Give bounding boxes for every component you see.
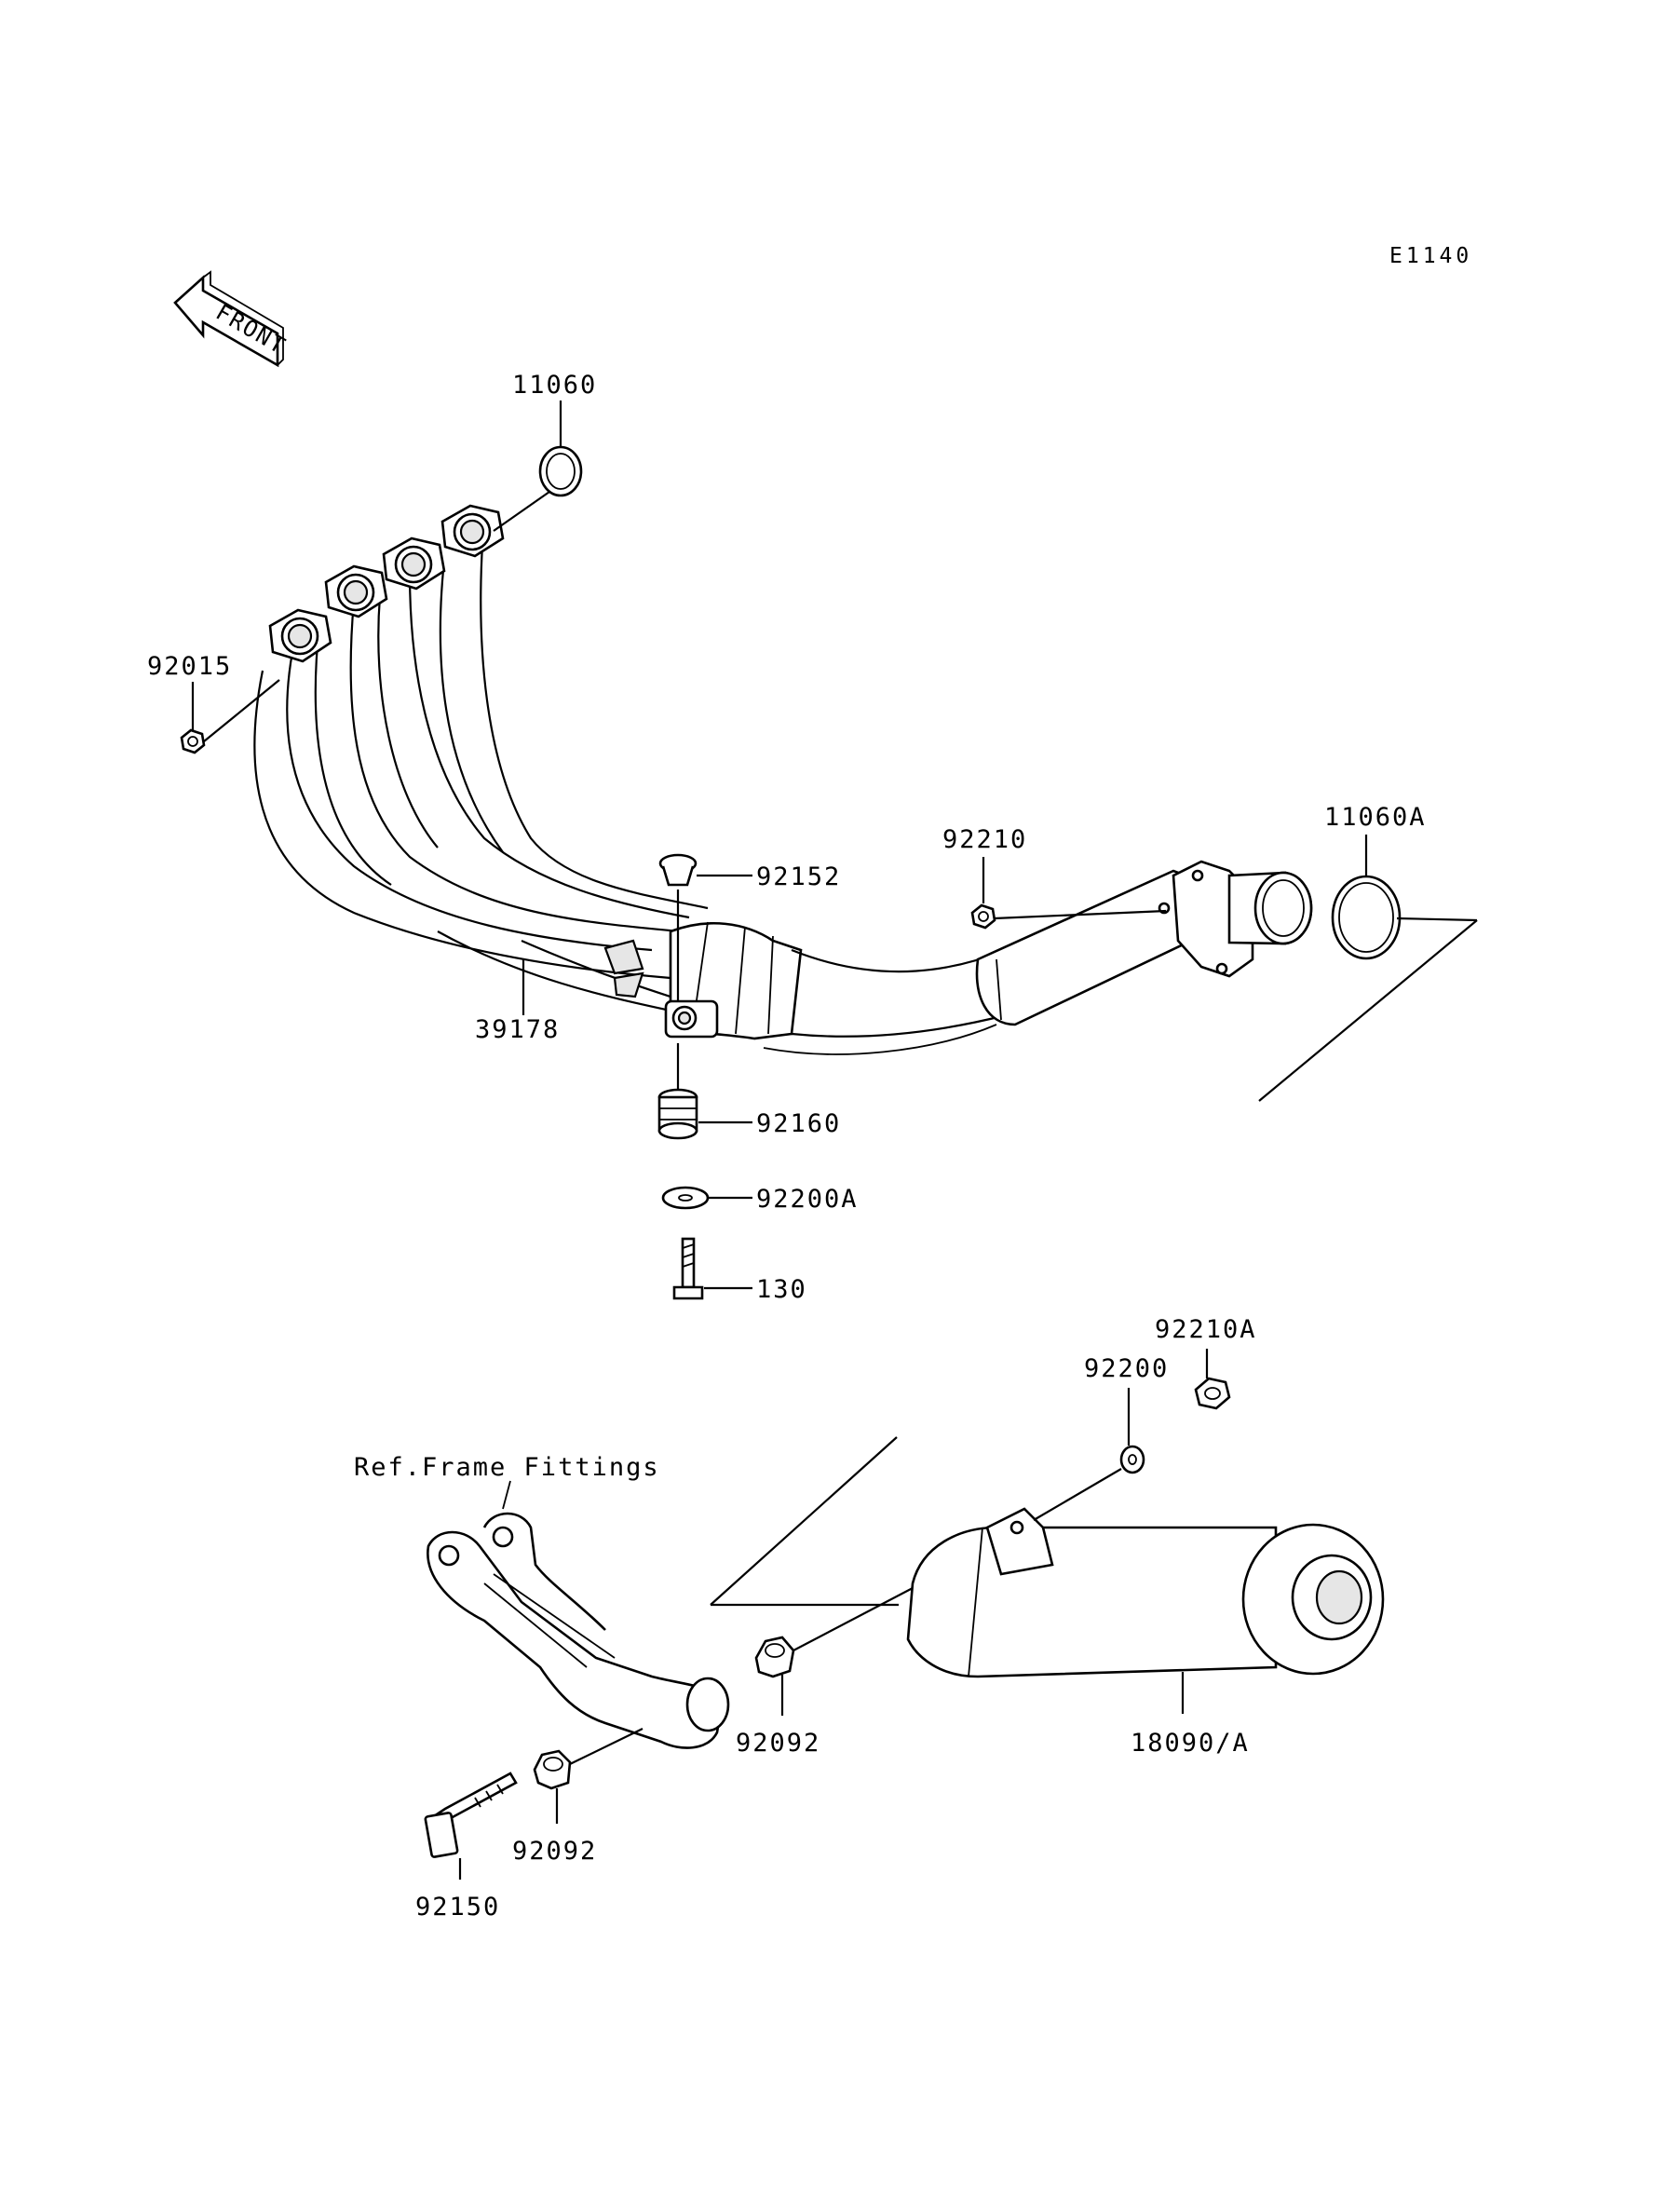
callout-92160: 92160 — [756, 1109, 841, 1138]
callout-18090-a: 18090/A — [1131, 1729, 1250, 1758]
grommet-92092-icon — [754, 1636, 795, 1678]
washer-92200-icon — [1119, 1445, 1145, 1474]
callout-11060a: 11060A — [1324, 803, 1427, 832]
callout-92092-front: 92092 — [736, 1729, 820, 1758]
nut-92015-icon — [180, 728, 206, 754]
callout-92200a: 92200A — [756, 1185, 859, 1214]
callout-92150: 92150 — [415, 1893, 500, 1922]
callout-130: 130 — [756, 1275, 807, 1304]
callout-92210a: 92210A — [1155, 1315, 1257, 1344]
bolt-130-icon — [672, 1237, 704, 1300]
bolt-92150-icon — [424, 1772, 518, 1858]
muffler-drawing — [906, 1507, 1385, 1678]
callout-92092-bracket: 92092 — [512, 1837, 597, 1866]
callout-92015: 92015 — [147, 652, 232, 681]
front-arrow-icon: FRONT — [173, 270, 291, 368]
callout-11060: 11060 — [512, 371, 597, 400]
collar-92152-icon — [658, 853, 698, 887]
header-pipe-drawing — [253, 504, 1313, 1055]
grommet-92092-bracket-icon — [533, 1749, 572, 1790]
damper-92160-icon — [657, 1088, 698, 1140]
washer-92200a-icon — [661, 1186, 710, 1210]
diagram-code: E1140 — [1389, 244, 1472, 268]
frame-bracket-drawing — [427, 1480, 730, 1749]
callout-92200: 92200 — [1084, 1354, 1169, 1383]
callout-39178: 39178 — [475, 1015, 560, 1044]
gasket-11060a-icon — [1331, 875, 1402, 960]
callout-92210: 92210 — [942, 825, 1027, 854]
ref-frame-fittings-note: Ref.Frame Fittings — [354, 1453, 660, 1482]
nut-92210-icon — [970, 903, 996, 930]
nut-92210a-icon — [1194, 1377, 1231, 1410]
callout-92152: 92152 — [756, 862, 841, 891]
gasket-11060-icon — [538, 445, 583, 497]
